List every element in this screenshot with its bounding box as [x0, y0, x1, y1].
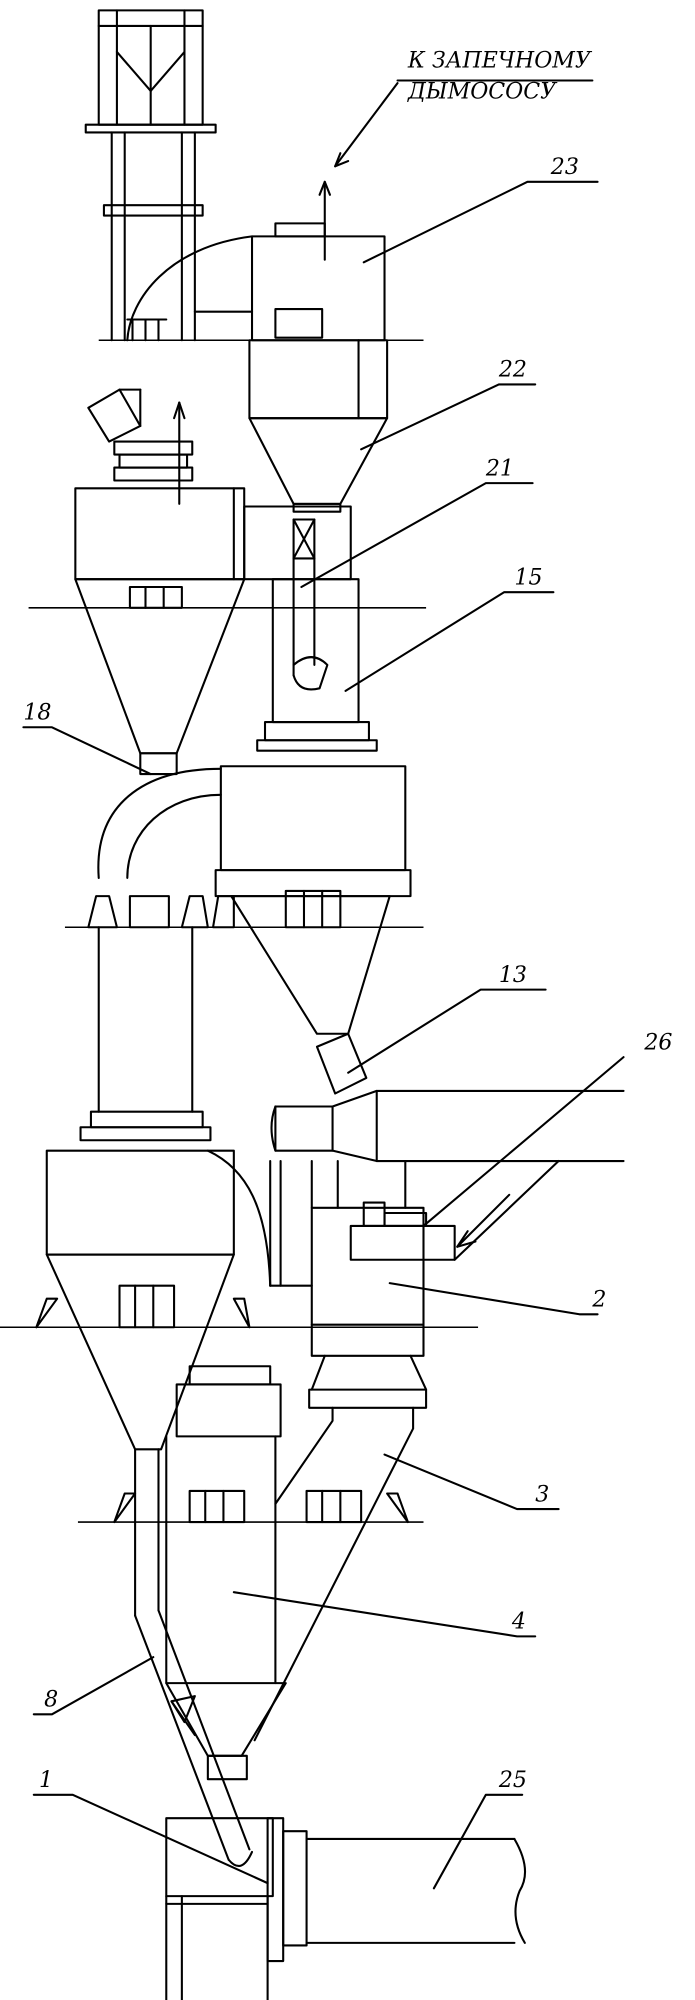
caption-line-1: К ЗАПЕЧНОМУ	[407, 49, 593, 74]
callout-26: 26	[643, 1030, 672, 1055]
cyclone-18	[64, 765, 424, 1035]
caption-line-2: ДЫМОСОСУ	[407, 80, 558, 105]
cyclone-upper-left	[28, 388, 427, 776]
cyclone-21	[243, 505, 378, 752]
element-4	[77, 1365, 424, 1781]
callout-15: 15	[514, 565, 542, 590]
element-25	[282, 1830, 527, 1947]
flow-arrow-mid	[173, 401, 186, 505]
leader-lines	[22, 180, 599, 1890]
callout-labels: 23 22 21 15 18 13 26 2 3 4 8 1 25	[23, 155, 672, 1793]
callout-23: 23	[550, 155, 579, 180]
cyclone-lower-left	[0, 1149, 479, 1451]
callout-2: 2	[591, 1287, 606, 1312]
caption: К ЗАПЕЧНОМУ ДЫМОСОСУ	[407, 49, 593, 105]
callout-22: 22	[498, 358, 527, 383]
callout-13: 13	[499, 963, 527, 988]
caption-arrow	[334, 79, 594, 168]
callout-25: 25	[498, 1768, 527, 1793]
element-3	[253, 1406, 415, 1742]
callout-21: 21	[485, 456, 514, 481]
exhaust-tower	[84, 9, 217, 342]
callout-1: 1	[39, 1768, 53, 1793]
callout-3: 3	[535, 1482, 549, 1507]
duct-left	[79, 926, 212, 1142]
element-26	[349, 1056, 625, 1261]
element-13	[270, 1032, 625, 1163]
callout-8: 8	[44, 1687, 58, 1712]
element-2	[269, 1160, 428, 1409]
callout-4: 4	[511, 1610, 526, 1635]
callout-18: 18	[23, 700, 51, 725]
flow-arrow-top	[318, 180, 332, 261]
